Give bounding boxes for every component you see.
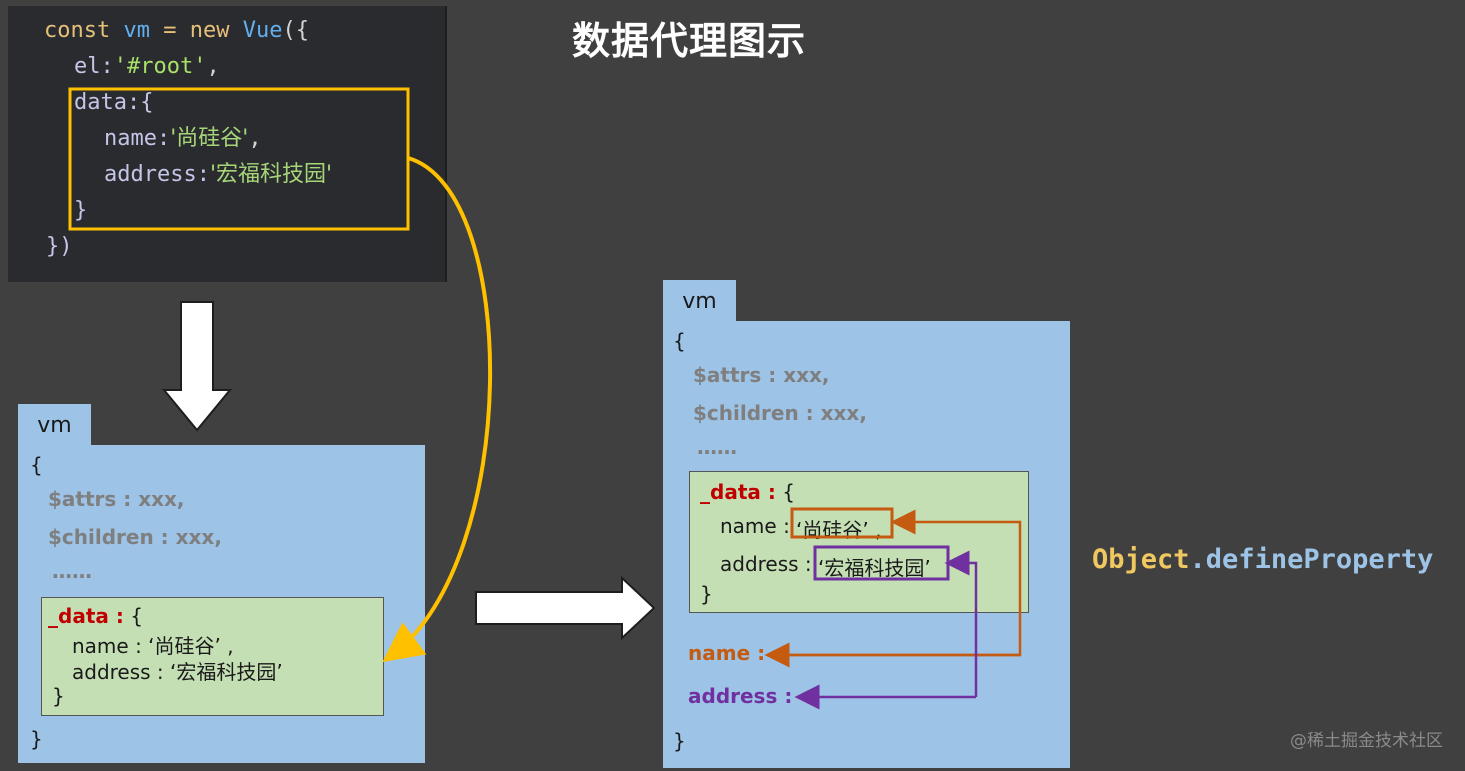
- code-line-7: }): [46, 232, 73, 262]
- down-arrow-icon: [161, 301, 233, 432]
- code-const: const: [44, 18, 111, 43]
- code-data-key: data:{: [74, 90, 154, 115]
- data-close-brace: }: [52, 684, 65, 708]
- vm-tab-label: vm: [37, 412, 72, 438]
- data-open: {: [775, 480, 795, 504]
- data-key: _data :: [48, 604, 124, 628]
- vm-open-brace: {: [30, 453, 43, 477]
- data-label-line: _data : {: [700, 480, 795, 504]
- code-comma: ,: [206, 54, 220, 79]
- vm-open-brace: {: [673, 329, 686, 353]
- data-box-left: _data : { name : ‘尚硅谷’ , address : ‘宏福科技…: [41, 597, 384, 716]
- data-open: {: [123, 604, 143, 628]
- watermark: @稀土掘金技术社区: [1290, 731, 1443, 751]
- code-line-6: }: [74, 196, 87, 226]
- vm-children: $children : xxx,: [48, 525, 222, 549]
- code-vue: Vue: [242, 18, 283, 43]
- data-box-right: _data : { name : ‘尚硅谷’ , address : ‘宏福科技…: [689, 471, 1029, 613]
- define-property-text: .defineProperty: [1189, 544, 1434, 575]
- code-name-key: name:: [104, 126, 171, 151]
- code-line-1: const vm = new Vue({: [44, 16, 309, 46]
- data-address-label: address :: [720, 552, 812, 576]
- data-highlight-box: [68, 87, 410, 231]
- data-name-line: name : ‘尚硅谷’ ,: [72, 634, 234, 658]
- vm-box-right: { $attrs : xxx, $children : xxx, …… _dat…: [663, 321, 1070, 768]
- object-text: Object: [1092, 544, 1190, 575]
- code-data-close: }: [74, 198, 88, 223]
- data-key: _data :: [700, 480, 776, 504]
- page-title: 数据代理图示: [572, 19, 807, 63]
- code-equals: =: [163, 18, 177, 43]
- right-arrow-icon: [475, 575, 656, 641]
- code-line-5: address:'宏福科技园': [104, 160, 332, 190]
- code-line-2: el:'#root',: [74, 52, 220, 82]
- code-panel: const vm = new Vue({ el:'#root', data:{ …: [8, 6, 447, 282]
- data-address-line: address : ‘宏福科技园’: [72, 660, 283, 684]
- vm-attrs: $attrs : xxx,: [693, 363, 830, 387]
- vm-dots: ……: [52, 559, 92, 583]
- vm-tab-left: vm: [18, 404, 91, 446]
- code-el-key: el:: [74, 54, 114, 79]
- data-label-line: _data : {: [48, 604, 143, 628]
- define-property-label: Object.defineProperty: [1092, 544, 1433, 575]
- data-address-value: ‘宏福科技园’: [818, 556, 931, 580]
- vm-close-brace: }: [30, 727, 43, 751]
- name-getter-arrow: [770, 509, 1022, 657]
- data-name-label: name :: [720, 514, 790, 538]
- vm-dots: ……: [697, 435, 737, 459]
- address-value-highlight: [813, 545, 950, 581]
- vm-children: $children : xxx,: [693, 401, 867, 425]
- vm-attrs: $attrs : xxx,: [48, 487, 185, 511]
- code-address-key: address:: [104, 162, 210, 187]
- code-paren: ({: [282, 18, 309, 43]
- proxy-name: name :: [688, 641, 766, 665]
- yellow-curve-arrow: [382, 156, 492, 663]
- vm-box-left: { $attrs : xxx, $children : xxx, …… _dat…: [18, 445, 425, 763]
- code-address-value: '宏福科技园': [209, 162, 333, 187]
- code-el-value: '#root': [113, 54, 207, 79]
- address-getter-arrow: [944, 550, 978, 697]
- proxy-address: address :: [688, 684, 793, 708]
- code-new: new: [189, 18, 230, 43]
- code-vm: vm: [123, 18, 150, 43]
- vm-tab-right: vm: [663, 280, 736, 322]
- code-close: }): [46, 234, 73, 259]
- name-value-highlight: [790, 507, 894, 539]
- code-name-value: '尚硅谷': [170, 126, 249, 151]
- vm-tab-label: vm: [682, 288, 717, 314]
- data-close-brace: }: [700, 582, 713, 606]
- code-line-4: name:'尚硅谷',: [104, 124, 262, 154]
- code-comma: ,: [248, 126, 262, 151]
- vm-close-brace: }: [673, 729, 686, 753]
- code-line-3: data:{: [74, 88, 153, 118]
